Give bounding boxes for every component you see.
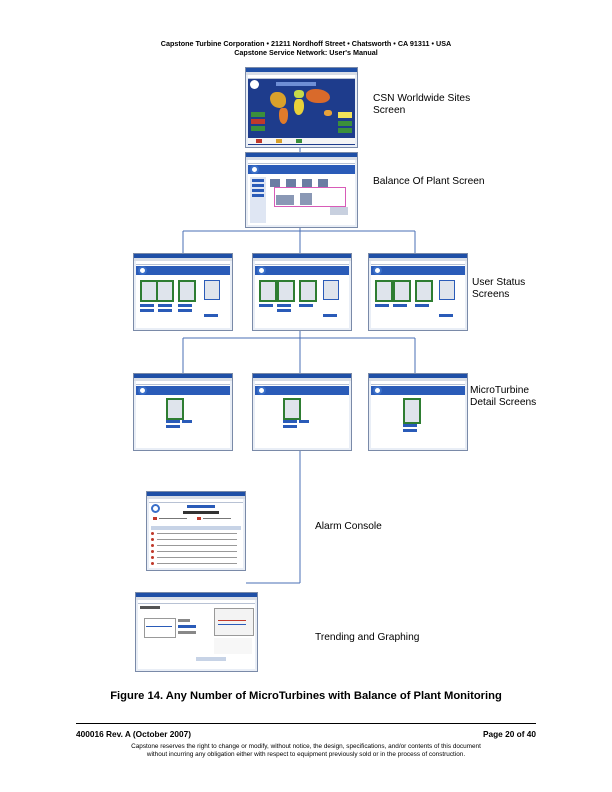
alarm-console-screenshot <box>146 491 246 571</box>
label-microturbine-detail: MicroTurbine Detail Screens <box>470 385 536 409</box>
label-microturbine-line-2: Detail Screens <box>470 397 537 408</box>
microturbine-detail-screenshot-3 <box>368 373 468 451</box>
header-line-1: Capstone Turbine Corporation • 21211 Nor… <box>160 39 452 48</box>
figure-caption: Figure 14. Any Number of MicroTurbines w… <box>110 690 502 702</box>
worldwide-sites-screenshot <box>245 67 358 148</box>
footer-notice-line-1: Capstone reserves the right to change or… <box>131 743 481 750</box>
label-user-status: User Status Screens <box>472 277 525 301</box>
user-status-screenshot-1 <box>133 253 233 331</box>
label-microturbine-line-1: MicroTurbine <box>470 385 530 396</box>
label-worldwide-sites: CSN Worldwide Sites Screen <box>373 93 470 117</box>
footer-notice-line-2: without incurring any obligation either … <box>146 751 466 758</box>
user-status-screenshot-3 <box>368 253 468 331</box>
header-line-2: Capstone Service Network: User's Manual <box>234 48 378 57</box>
label-alarm-console: Alarm Console <box>315 521 382 532</box>
label-worldwide-line-1: CSN Worldwide Sites <box>373 93 471 104</box>
label-worldwide-line-2: Screen <box>373 105 406 116</box>
footer-rule <box>76 723 536 724</box>
label-user-status-line-2: Screens <box>472 289 510 300</box>
label-balance-of-plant: Balance Of Plant Screen <box>373 176 485 187</box>
label-trending-graphing: Trending and Graphing <box>315 632 420 643</box>
document-number: 400016 Rev. A (October 2007) <box>76 729 191 739</box>
balance-of-plant-screenshot <box>245 152 358 228</box>
label-user-status-line-1: User Status <box>472 277 526 288</box>
user-status-screenshot-2 <box>252 253 352 331</box>
trending-graphing-screenshot <box>135 592 258 672</box>
microturbine-detail-screenshot-2 <box>252 373 352 451</box>
microturbine-detail-screenshot-1 <box>133 373 233 451</box>
page-number: Page 20 of 40 <box>482 729 536 739</box>
